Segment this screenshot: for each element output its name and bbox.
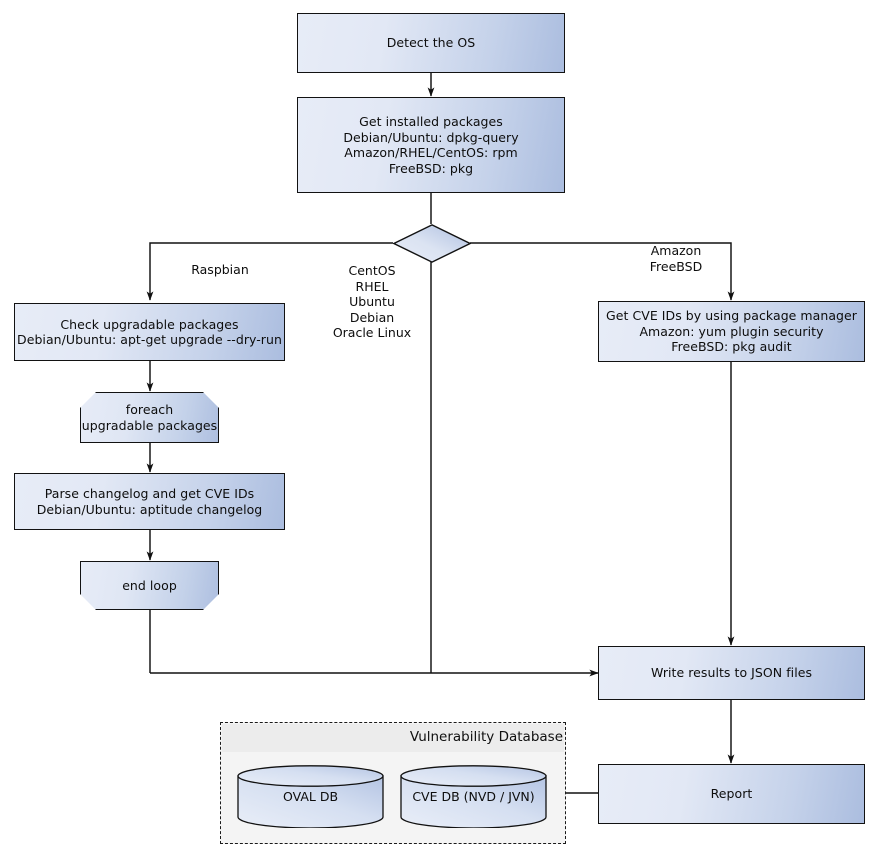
node-get-installed-packages[interactable]: Get installed packages Debian/Ubuntu: dp…	[297, 97, 565, 193]
decision-diamond	[392, 224, 472, 263]
node-end-loop[interactable]: end loop	[80, 561, 219, 610]
node-write-results-label: Write results to JSON files	[650, 665, 813, 681]
database-oval-db[interactable]: OVAL DB	[237, 765, 384, 828]
edge-label-raspbian: Raspbian	[191, 262, 249, 277]
node-foreach-loop-start-label: foreach upgradable packages	[81, 402, 218, 433]
node-parse-changelog[interactable]: Parse changelog and get CVE IDs Debian/U…	[14, 473, 285, 530]
edge-label-right-branch: Amazon FreeBSD	[649, 243, 703, 274]
vulnerability-database-title: Vulnerability Database	[409, 729, 563, 745]
database-cve-db[interactable]: CVE DB (NVD / JVN)	[400, 765, 547, 828]
database-oval-db-label: OVAL DB	[282, 789, 339, 804]
node-get-cve-ids-label: Get CVE IDs by using package manager Ama…	[606, 308, 857, 355]
group-header-band	[222, 724, 564, 752]
node-write-results[interactable]: Write results to JSON files	[598, 646, 865, 700]
node-foreach-loop-start[interactable]: foreach upgradable packages	[80, 392, 219, 443]
node-detect-os-label: Detect the OS	[386, 35, 476, 51]
edge-label-center-branch: CentOS RHEL Ubuntu Debian Oracle Linux	[332, 263, 412, 340]
node-detect-os[interactable]: Detect the OS	[297, 13, 565, 73]
node-get-cve-ids[interactable]: Get CVE IDs by using package manager Ama…	[598, 301, 865, 362]
node-get-installed-packages-label: Get installed packages Debian/Ubuntu: dp…	[343, 114, 519, 176]
node-check-upgradable-packages-label: Check upgradable packages Debian/Ubuntu:…	[17, 316, 282, 348]
node-report[interactable]: Report	[598, 764, 865, 824]
node-parse-changelog-label: Parse changelog and get CVE IDs Debian/U…	[36, 486, 263, 517]
database-cve-db-label: CVE DB (NVD / JVN)	[412, 789, 535, 804]
node-check-upgradable-packages[interactable]: Check upgradable packages Debian/Ubuntu:…	[14, 303, 285, 361]
node-report-label: Report	[710, 786, 753, 802]
node-end-loop-label: end loop	[122, 577, 177, 593]
